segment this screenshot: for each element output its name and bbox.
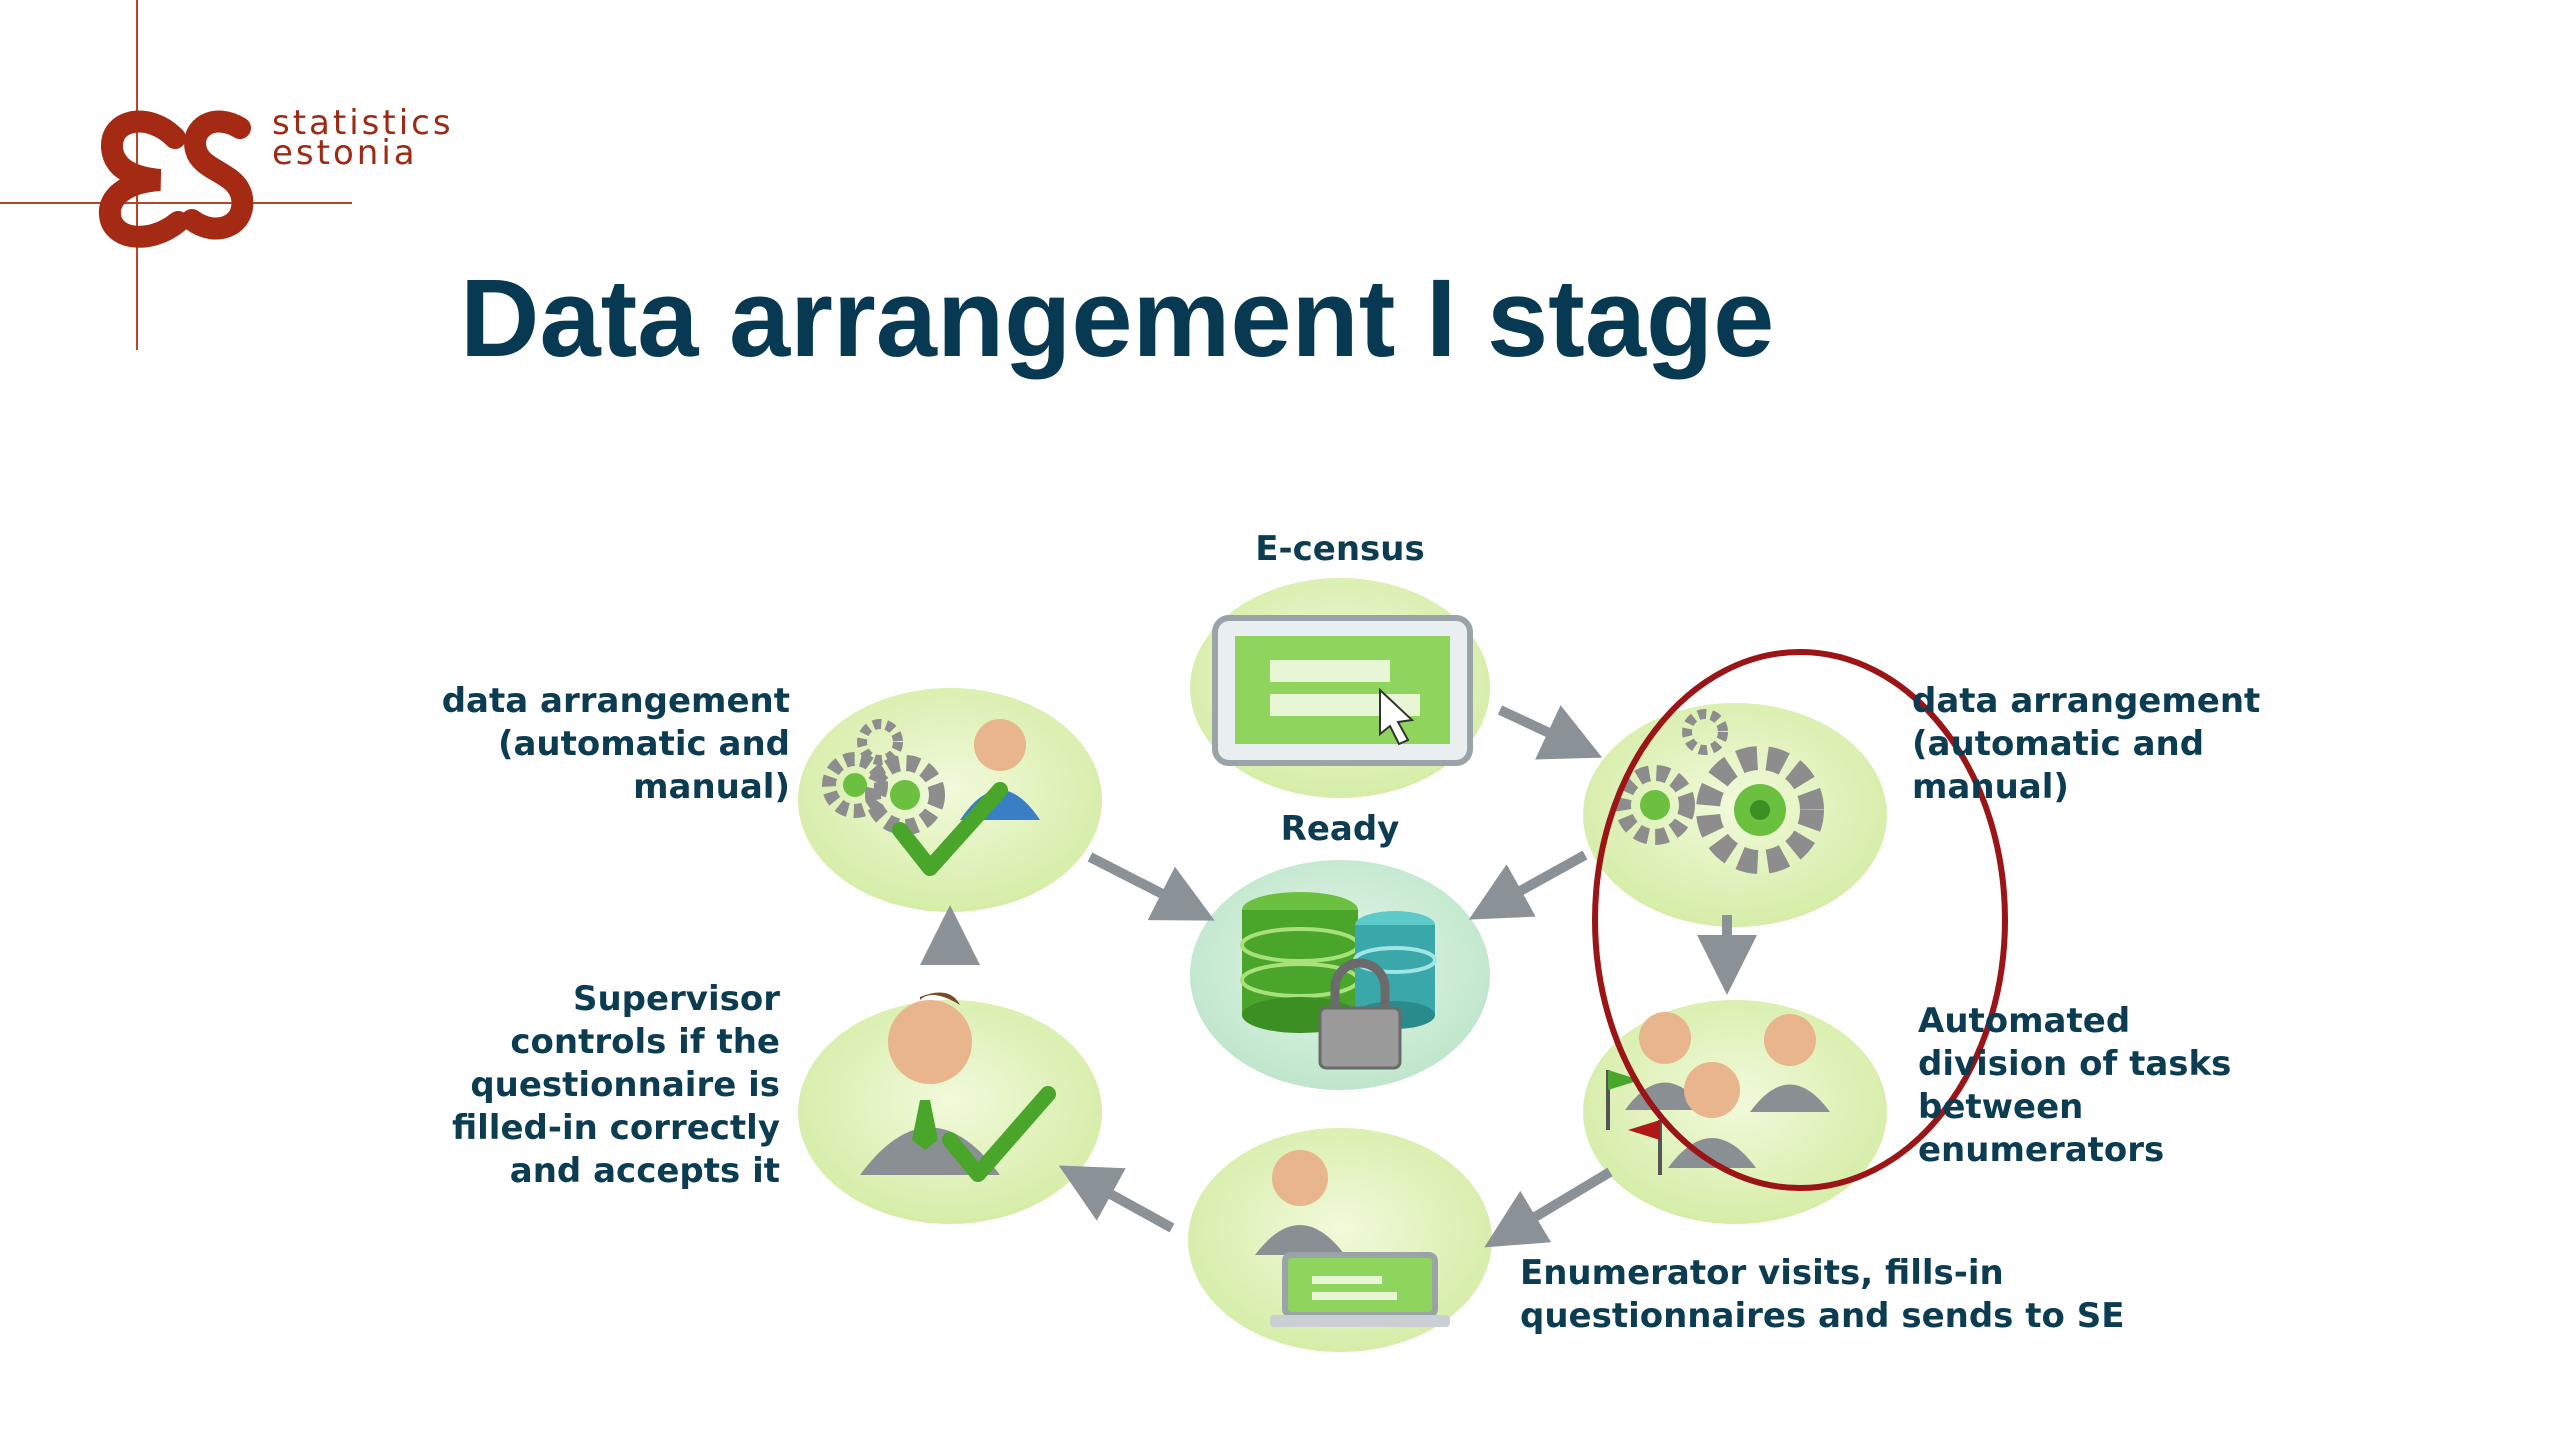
highlight-ring	[1592, 649, 2008, 1191]
label-line: Automated	[1918, 1001, 2131, 1041]
label-enumerator: Enumerator visits, fills-in questionnair…	[1520, 1252, 2124, 1338]
label-line: between	[1918, 1087, 2084, 1127]
node-automated	[1583, 1000, 1887, 1224]
label-arrangement-right: data arrangement (automatic and manual)	[1912, 680, 2260, 809]
database-lock-icon	[1240, 892, 1437, 1070]
logo-wordmark: statistics estonia	[272, 103, 454, 173]
enumerator-group-icon	[1606, 1012, 1830, 1175]
label-line: data arrangement	[1912, 681, 2261, 721]
label-automated: Automated division of tasks between enum…	[1918, 1000, 2231, 1172]
person-laptop-icon	[1255, 1150, 1450, 1327]
label-line: division of tasks	[1918, 1044, 2232, 1084]
arrow-arrangement-to-ready	[1468, 850, 1588, 920]
label-line: and accepts it	[509, 1151, 780, 1191]
arrow-ecensus-to-arrangement	[1497, 705, 1603, 760]
page-title: Data arrangement I stage	[460, 257, 1775, 380]
node-arrangement-left	[798, 688, 1102, 912]
arrow-enumerator-to-supervisor	[1058, 1165, 1175, 1233]
label-line: manual)	[633, 767, 790, 807]
label-line: controls if the	[510, 1022, 780, 1062]
label-line: data arrangement	[441, 681, 790, 721]
label-line: filled-in correctly	[451, 1108, 780, 1148]
label-line: enumerators	[1918, 1130, 2165, 1170]
arrow-automated-to-enumerator	[1484, 1167, 1613, 1248]
label-line: Enumerator visits, fills-in	[1520, 1253, 2004, 1293]
monitor-icon	[1212, 615, 1473, 766]
logo-line-1: statistics	[272, 103, 454, 143]
label-line: Supervisor	[572, 979, 780, 1019]
label-ready: Ready	[1280, 809, 1400, 849]
label-line: questionnaire is	[470, 1065, 780, 1105]
supervisor-check-icon	[860, 992, 1056, 1182]
label-line: (automatic and	[1912, 724, 2205, 764]
label-supervisor: Supervisor controls if the questionnaire…	[380, 978, 780, 1193]
label-ecensus: E-census	[1255, 529, 1425, 569]
label-line: (automatic and	[497, 724, 790, 764]
gears-icon	[1615, 709, 1824, 874]
label-arrangement-left: data arrangement (automatic and manual)	[380, 680, 790, 809]
logo-line-2: estonia	[272, 133, 418, 173]
logo-mark-icon	[98, 110, 254, 248]
gears-person-check-icon	[822, 719, 1040, 876]
label-line: manual)	[1912, 767, 2069, 807]
arrow-arrangement-to-ready-left	[1087, 852, 1215, 921]
logo-crosshair	[0, 0, 352, 350]
label-line: questionnaires and sends to SE	[1520, 1296, 2125, 1336]
